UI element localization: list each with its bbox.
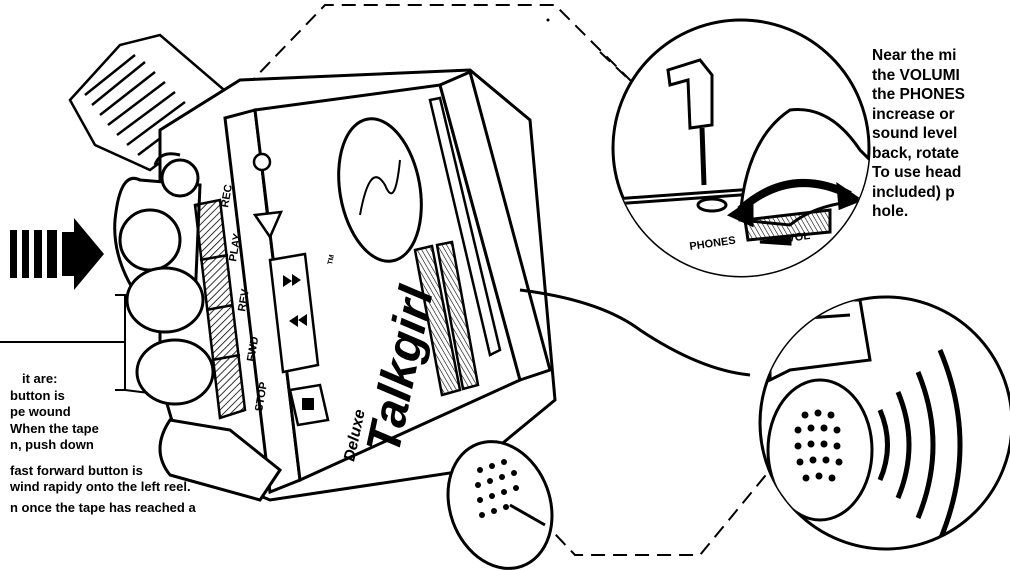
speaker-inset (760, 297, 1010, 549)
stop-icon (302, 398, 314, 410)
arrow-right-icon (10, 218, 104, 290)
cable (520, 290, 750, 375)
phones-volume-inset: PHONES VOL (600, 20, 880, 290)
decorative-dot (547, 19, 550, 22)
